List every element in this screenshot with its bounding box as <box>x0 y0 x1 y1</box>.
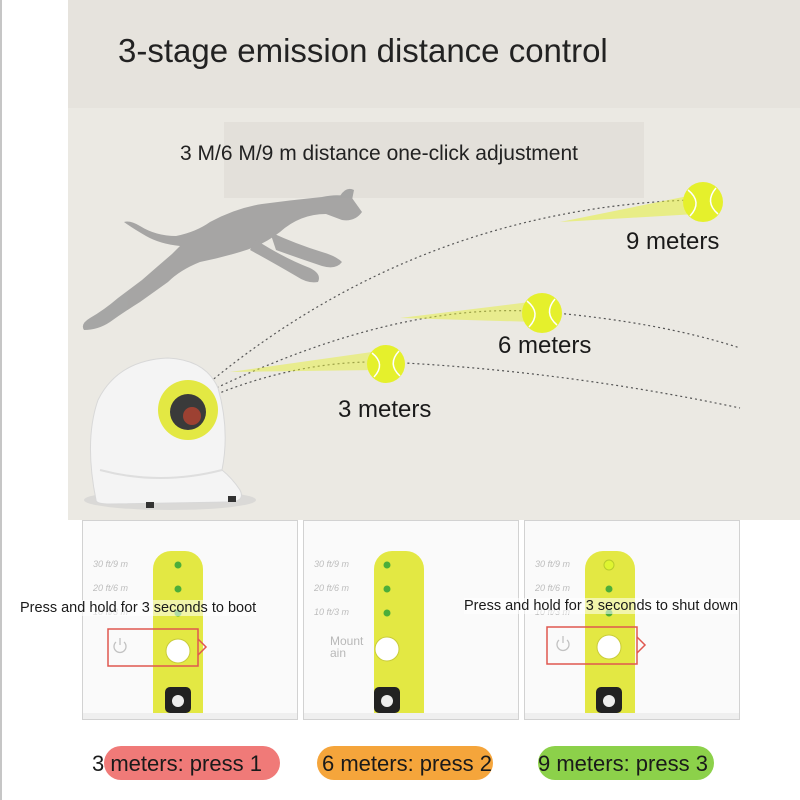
subtitle: 3 M/6 M/9 m distance one-click adjustmen… <box>180 142 578 165</box>
range-label-6m: 20 ft/6 m <box>314 583 350 593</box>
range-label-9m: 30 ft/9 m <box>93 559 129 569</box>
press-label-1: 3 meters: press 1 <box>92 751 262 776</box>
press-pill-3 <box>538 746 714 780</box>
launch-scene <box>82 182 741 510</box>
distance-label-6m: 6 meters <box>498 332 592 359</box>
led-6m <box>605 585 613 593</box>
title-band <box>68 0 800 108</box>
led-6m <box>383 585 391 593</box>
power-icon <box>113 638 127 654</box>
mount-line-1: Mount <box>330 634 364 648</box>
range-label-6m: 20 ft/6 m <box>535 583 571 593</box>
panel-3m: 30 ft/9 m 20 ft/6 m 10 ft/3 m <box>82 520 298 720</box>
left-border <box>0 0 2 800</box>
mount-label: Mount ain <box>330 635 363 659</box>
highlight-box <box>546 626 638 665</box>
press-pill-2 <box>317 746 493 780</box>
tennis-ball-3m <box>367 345 405 383</box>
press-label-3: 9 meters: press 3 <box>538 751 708 776</box>
press-label-2: 6 meters: press 2 <box>322 751 492 776</box>
range-label-3m: 10 ft/3 m <box>314 607 350 617</box>
range-label-9m: 30 ft/9 m <box>535 559 571 569</box>
subtitle-box <box>224 122 644 198</box>
led-6m <box>174 585 182 593</box>
tennis-ball-6m <box>522 293 562 333</box>
power-button[interactable] <box>165 638 191 664</box>
range-label-6m: 20 ft/6 m <box>93 583 129 593</box>
ball-streaks <box>230 196 696 372</box>
distance-label-3m: 3 meters <box>338 396 432 423</box>
panel-6m: 30 ft/9 m 20 ft/6 m 10 ft/3 m Mount ain <box>303 520 519 720</box>
panel-9m: 30 ft/9 m 20 ft/6 m 10 ft/3 m <box>524 520 740 720</box>
boot-note: Press and hold for 3 seconds to boot <box>20 600 257 616</box>
range-label-9m: 30 ft/9 m <box>314 559 350 569</box>
highlight-box <box>107 628 199 667</box>
led-9m <box>383 561 391 569</box>
led-9m <box>174 561 182 569</box>
tennis-ball-9m <box>683 182 723 222</box>
control-strip <box>153 551 203 719</box>
dog-silhouette <box>82 188 362 330</box>
led-9m <box>603 559 615 571</box>
mount-line-2: ain <box>330 646 347 660</box>
ball-launcher <box>84 357 256 510</box>
press-pill-1 <box>104 746 280 780</box>
power-button[interactable] <box>596 634 622 660</box>
power-button[interactable] <box>374 636 400 662</box>
distance-label-9m: 9 meters <box>626 228 720 255</box>
power-icon <box>556 636 570 652</box>
shutdown-note: Press and hold for 3 seconds to shut dow… <box>464 598 739 614</box>
led-3m <box>383 609 391 617</box>
page-title: 3-stage emission distance control <box>118 32 608 69</box>
